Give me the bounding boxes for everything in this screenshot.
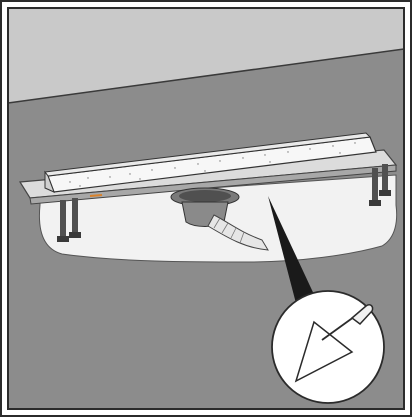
callout-pointer <box>268 196 318 311</box>
adjustable-feet <box>57 164 391 242</box>
waste-pipe <box>207 214 269 251</box>
foot-right-2 <box>382 164 388 192</box>
foam-texture <box>69 142 356 187</box>
pipe-ribs <box>213 217 245 244</box>
foot-left-1 <box>60 200 66 238</box>
trowel-icon <box>294 304 374 383</box>
drain-outlet-inner <box>179 190 231 202</box>
wall-floor-edge <box>7 48 405 104</box>
foam-protection-end <box>44 170 55 193</box>
foot-right-1 <box>372 168 378 202</box>
inner-frame <box>7 7 405 410</box>
channel-orange-mark <box>89 194 103 197</box>
foot-left-2 <box>72 198 78 234</box>
drain-channel-edge <box>29 164 397 205</box>
